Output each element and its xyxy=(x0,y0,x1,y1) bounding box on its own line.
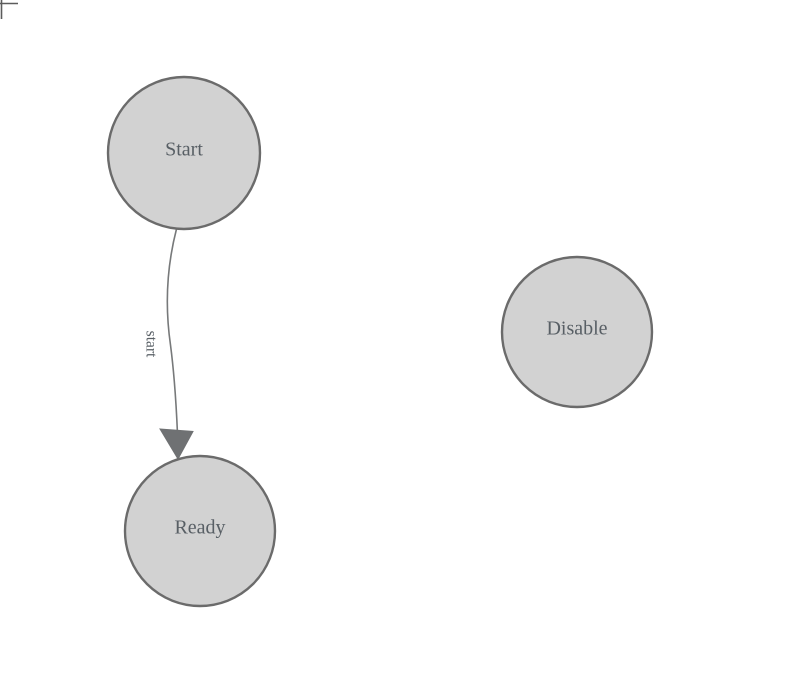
node-disable-label: Disable xyxy=(546,318,607,340)
node-ready-circle[interactable] xyxy=(123,454,277,608)
node-disable[interactable]: Disable xyxy=(500,255,654,409)
node-start-label: Start xyxy=(165,139,203,161)
node-start[interactable]: Start xyxy=(106,75,262,231)
edge-start-to-ready[interactable]: start xyxy=(142,228,194,461)
edge-line xyxy=(166,228,179,435)
node-start-circle[interactable] xyxy=(106,75,262,231)
node-ready[interactable]: Ready xyxy=(123,454,277,608)
edge-label-start: start xyxy=(142,331,159,358)
node-ready-label: Ready xyxy=(174,517,225,539)
crop-corner-mark xyxy=(0,0,18,19)
arrowhead-icon xyxy=(159,428,194,461)
node-disable-circle[interactable] xyxy=(500,255,654,409)
